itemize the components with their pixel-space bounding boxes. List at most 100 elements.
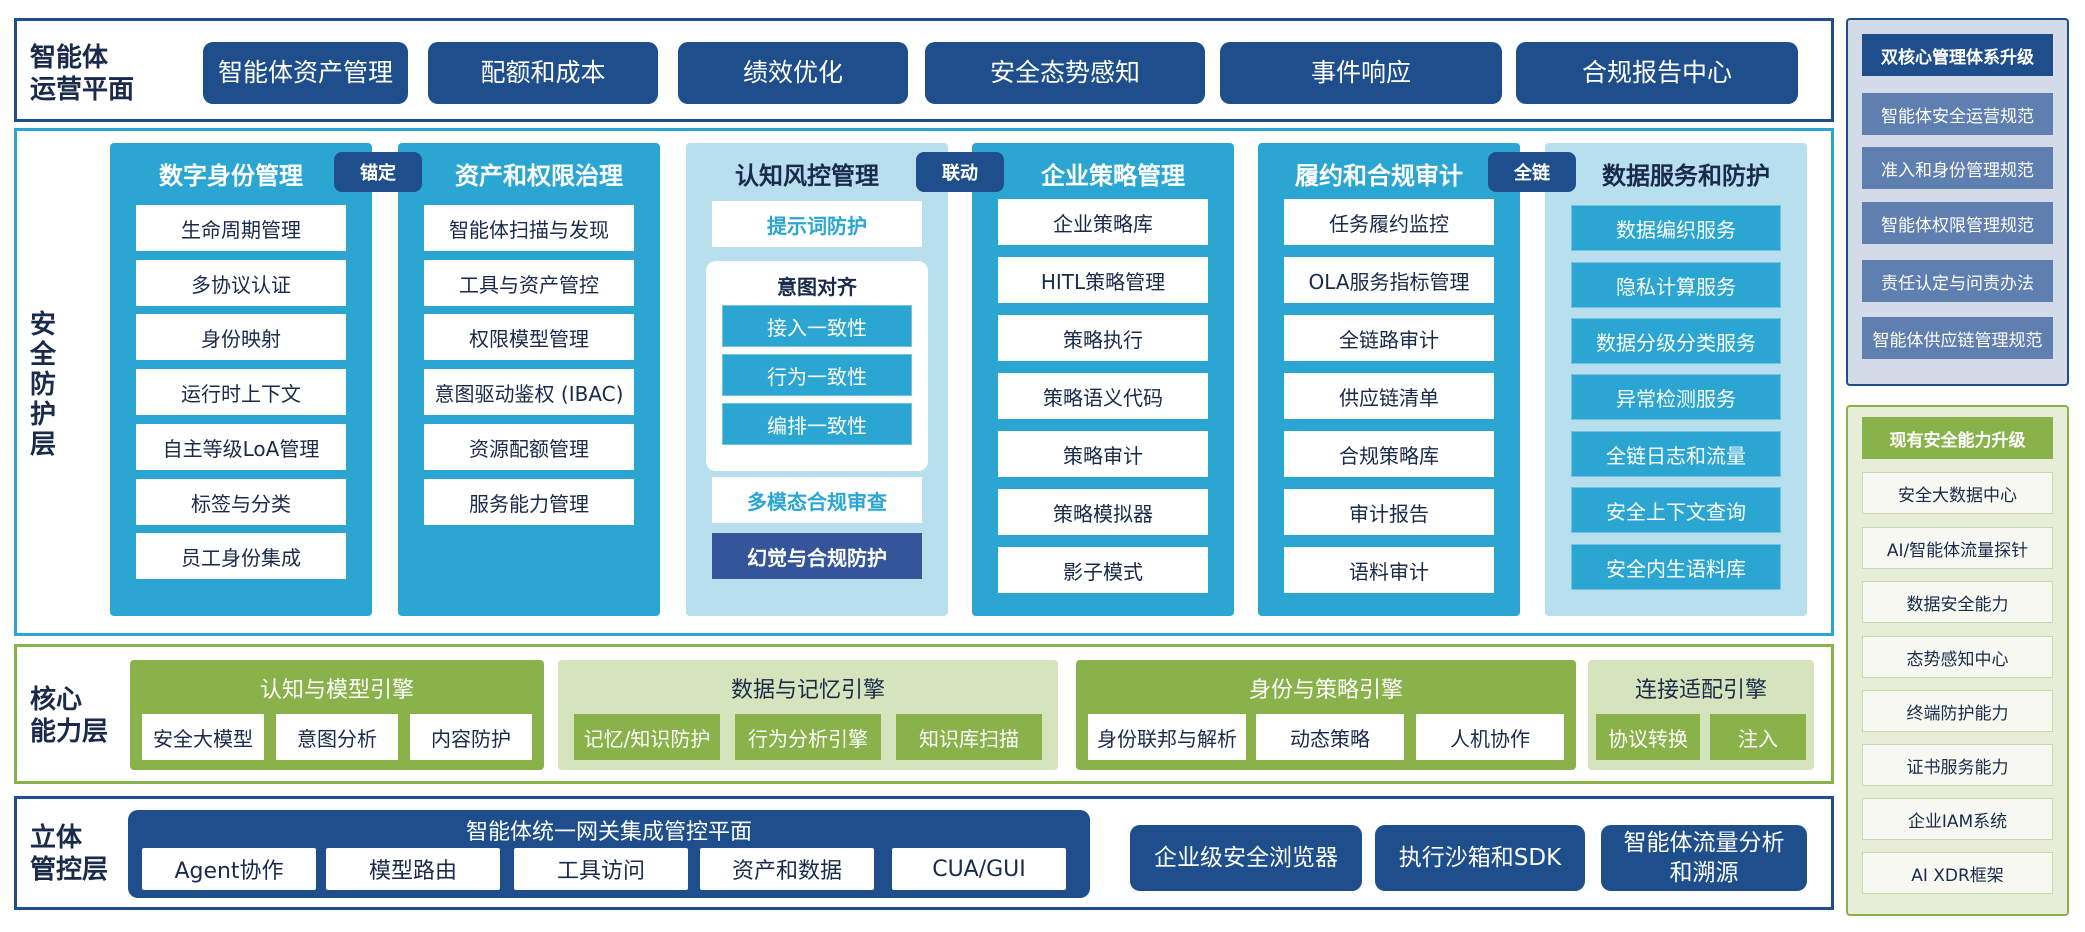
asset-item[interactable]: 资源配额管理 — [424, 424, 634, 470]
enterprise-browser[interactable]: 企业级安全浏览器 — [1130, 825, 1362, 891]
col-digital-identity-title: 数字身份管理 — [159, 162, 303, 190]
security-layer-label: 安 全 防 护 层 — [30, 310, 56, 460]
intent-item[interactable]: 接入一致性 — [722, 305, 912, 347]
right-bottom-item[interactable]: 数据安全能力 — [1862, 581, 2053, 623]
audit-item[interactable]: 全链路审计 — [1284, 315, 1494, 361]
gateway-item[interactable]: 工具访问 — [514, 848, 688, 890]
ops-item-compliance[interactable]: 合规报告中心 — [1516, 42, 1798, 104]
multimodal-review[interactable]: 多模态合规审查 — [712, 477, 922, 523]
identity-item[interactable]: 运行时上下文 — [136, 369, 346, 415]
core-label-line2: 能力层 — [30, 717, 109, 747]
data-service-item[interactable]: 全链日志和流量 — [1571, 431, 1781, 477]
engine-item[interactable]: 意图分析 — [276, 714, 398, 760]
col-fulfillment-audit: 履约和合规审计 任务履约监控 OLA服务指标管理 全链路审计 供应链清单 合规策… — [1258, 143, 1520, 616]
engine-item[interactable]: 注入 — [1710, 714, 1806, 760]
engine-item[interactable]: 内容防护 — [410, 714, 532, 760]
asset-item[interactable]: 服务能力管理 — [424, 479, 634, 525]
right-bottom-item[interactable]: 证书服务能力 — [1862, 744, 2053, 786]
data-service-item[interactable]: 数据分级分类服务 — [1571, 318, 1781, 364]
policy-item[interactable]: 策略审计 — [998, 431, 1208, 477]
policy-item[interactable]: 策略语义代码 — [998, 373, 1208, 419]
identity-item[interactable]: 标签与分类 — [136, 479, 346, 525]
right-bottom-item[interactable]: 企业IAM系统 — [1862, 798, 2053, 840]
data-service-item[interactable]: 数据编织服务 — [1571, 205, 1781, 251]
engine-item[interactable]: 人机协作 — [1416, 714, 1564, 760]
policy-item[interactable]: 策略模拟器 — [998, 489, 1208, 535]
right-bottom-item[interactable]: 安全大数据中心 — [1862, 472, 2053, 514]
col-enterprise-policy-title: 企业策略管理 — [1041, 162, 1185, 190]
security-label-char: 全 — [30, 340, 57, 370]
right-bottom-item[interactable]: AI/智能体流量探针 — [1862, 527, 2053, 569]
engine-title: 数据与记忆引擎 — [730, 678, 885, 703]
right-bottom-item[interactable]: AI XDR框架 — [1862, 852, 2053, 894]
ops-item-performance[interactable]: 绩效优化 — [678, 42, 908, 104]
data-service-item[interactable]: 安全内生语料库 — [1571, 544, 1781, 590]
security-label-char: 防 — [30, 370, 57, 400]
engine-item[interactable]: 记忆/知识防护 — [574, 714, 720, 760]
audit-item[interactable]: 供应链清单 — [1284, 373, 1494, 419]
asset-item[interactable]: 工具与资产管控 — [424, 260, 634, 306]
identity-item[interactable]: 员工身份集成 — [136, 533, 346, 579]
right-top-item[interactable]: 智能体安全运营规范 — [1862, 93, 2053, 135]
policy-item[interactable]: 策略执行 — [998, 315, 1208, 361]
right-top-panel: 双核心管理体系升级 智能体安全运营规范 准入和身份管理规范 智能体权限管理规范 … — [1846, 18, 2069, 386]
right-top-item[interactable]: 准入和身份管理规范 — [1862, 147, 2053, 189]
ops-item-quota[interactable]: 配额和成本 — [428, 42, 658, 104]
gateway-item[interactable]: 资产和数据 — [700, 848, 874, 890]
sandbox-sdk[interactable]: 执行沙箱和SDK — [1375, 825, 1585, 891]
security-label-char: 层 — [30, 430, 57, 460]
security-label-char: 护 — [30, 400, 57, 430]
ops-label-line2: 运营平面 — [30, 75, 135, 105]
identity-item[interactable]: 自主等级LoA管理 — [136, 424, 346, 470]
policy-item[interactable]: 企业策略库 — [998, 199, 1208, 245]
data-service-item[interactable]: 异常检测服务 — [1571, 374, 1781, 420]
engine-item[interactable]: 动态策略 — [1256, 714, 1404, 760]
policy-item[interactable]: HITL策略管理 — [998, 257, 1208, 303]
intent-item[interactable]: 行为一致性 — [722, 354, 912, 396]
audit-item[interactable]: OLA服务指标管理 — [1284, 257, 1494, 303]
hallucination-protection[interactable]: 幻觉与合规防护 — [712, 533, 922, 579]
right-top-item[interactable]: 智能体权限管理规范 — [1862, 202, 2053, 244]
control-label-line1: 立体 — [30, 823, 83, 853]
ops-item-posture[interactable]: 安全态势感知 — [925, 42, 1205, 104]
asset-item[interactable]: 意图驱动鉴权 (IBAC) — [424, 369, 634, 415]
identity-item[interactable]: 身份映射 — [136, 314, 346, 360]
asset-item[interactable]: 权限模型管理 — [424, 314, 634, 360]
badge-full-chain: 全链 — [1488, 152, 1576, 192]
audit-item[interactable]: 语料审计 — [1284, 547, 1494, 593]
col-digital-identity: 数字身份管理 生命周期管理 多协议认证 身份映射 运行时上下文 自主等级LoA管… — [110, 143, 372, 616]
ops-item-incident[interactable]: 事件响应 — [1220, 42, 1502, 104]
col-cognitive-risk: 认知风控管理 提示词防护 意图对齐 接入一致性 行为一致性 编排一致性 多模态合… — [686, 143, 948, 616]
engine-item[interactable]: 行为分析引擎 — [735, 714, 881, 760]
audit-item[interactable]: 合规策略库 — [1284, 431, 1494, 477]
right-top-item[interactable]: 责任认定与问责办法 — [1862, 260, 2053, 302]
prompt-protection[interactable]: 提示词防护 — [712, 201, 922, 247]
right-top-title: 双核心管理体系升级 — [1862, 34, 2053, 76]
asset-item[interactable]: 智能体扫描与发现 — [424, 205, 634, 251]
identity-item[interactable]: 多协议认证 — [136, 260, 346, 306]
data-service-item[interactable]: 安全上下文查询 — [1571, 487, 1781, 533]
traffic-analysis[interactable]: 智能体流量分析和溯源 — [1601, 825, 1807, 891]
engine-title: 连接适配引擎 — [1634, 678, 1767, 703]
audit-item[interactable]: 审计报告 — [1284, 489, 1494, 535]
badge-anchor: 锚定 — [334, 152, 422, 192]
data-service-item[interactable]: 隐私计算服务 — [1571, 262, 1781, 308]
gateway-item[interactable]: 模型路由 — [326, 848, 500, 890]
gateway-item[interactable]: Agent协作 — [142, 848, 316, 890]
intent-item[interactable]: 编排一致性 — [722, 403, 912, 445]
right-bottom-item[interactable]: 态势感知中心 — [1862, 636, 2053, 678]
right-bottom-item[interactable]: 终端防护能力 — [1862, 690, 2053, 732]
security-label-char: 安 — [30, 310, 57, 340]
identity-item[interactable]: 生命周期管理 — [136, 205, 346, 251]
engine-item[interactable]: 协议转换 — [1596, 714, 1700, 760]
gateway-title: 智能体统一网关集成管控平面 — [465, 820, 752, 845]
ops-item-asset[interactable]: 智能体资产管理 — [203, 42, 408, 104]
gateway-item[interactable]: CUA/GUI — [892, 848, 1066, 890]
engine-item[interactable]: 安全大模型 — [142, 714, 264, 760]
engine-item[interactable]: 知识库扫描 — [896, 714, 1042, 760]
engine-item[interactable]: 身份联邦与解析 — [1088, 714, 1246, 760]
col-cognitive-risk-title: 认知风控管理 — [735, 162, 879, 190]
policy-item[interactable]: 影子模式 — [998, 547, 1208, 593]
audit-item[interactable]: 任务履约监控 — [1284, 199, 1494, 245]
right-top-item[interactable]: 智能体供应链管理规范 — [1862, 317, 2053, 359]
